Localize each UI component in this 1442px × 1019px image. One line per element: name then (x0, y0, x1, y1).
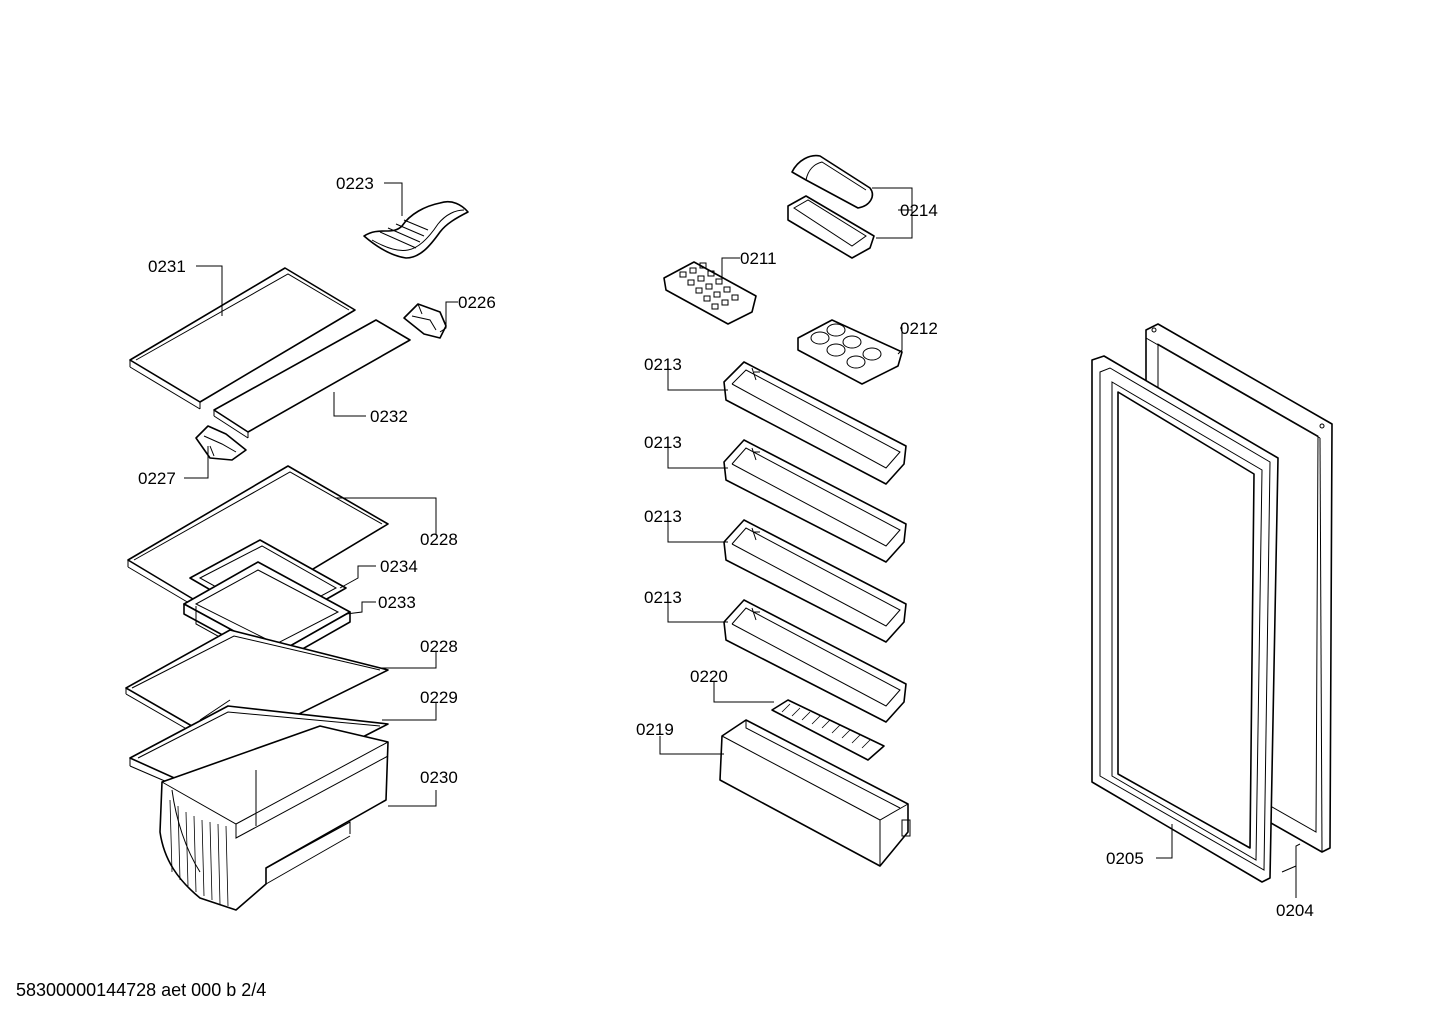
part-0213-door-bin-c (723, 519, 907, 643)
part-0212-egg-tray (797, 319, 903, 385)
part-0220-bottle-retainer (771, 699, 885, 761)
callout-0219: 0219 (636, 720, 674, 739)
callout-0213-d: 0213 (644, 588, 682, 607)
callout-0205: 0205 (1106, 849, 1144, 868)
callout-0230: 0230 (420, 768, 458, 787)
callout-labels: 0223 0231 0226 0232 0227 0228 0234 0233 … (138, 174, 1314, 920)
part-0219-bottle-shelf (719, 719, 911, 867)
part-0231-glass-shelf (129, 267, 356, 410)
callout-0204: 0204 (1276, 901, 1314, 920)
part-0223-bottle-holder (363, 200, 469, 259)
callout-0214: 0214 (900, 201, 938, 220)
callout-0234: 0234 (380, 557, 418, 576)
callout-0223: 0223 (336, 174, 374, 193)
callout-0220: 0220 (690, 667, 728, 686)
part-0232-rear-shelf (213, 319, 411, 439)
part-0211-ice-cube-tray (663, 261, 757, 325)
part-0228-glass-shelf-lower (125, 629, 389, 755)
callout-0229: 0229 (420, 688, 458, 707)
part-0205-door-gasket (1091, 355, 1279, 883)
callout-0228-lower: 0228 (420, 637, 458, 656)
document-code: 58300000144728 aet 000 b 2/4 (16, 980, 267, 1000)
callout-0233: 0233 (378, 593, 416, 612)
callout-0228-upper: 0228 (420, 530, 458, 549)
part-0213-door-bin-b (723, 439, 907, 563)
callout-0226: 0226 (458, 293, 496, 312)
callout-0231: 0231 (148, 257, 186, 276)
callout-0227: 0227 (138, 469, 176, 488)
leader-lines (184, 182, 1301, 898)
part-0214-butter-compartment (787, 154, 875, 259)
callout-0213-a: 0213 (644, 355, 682, 374)
part-0226-shelf-clip (403, 303, 447, 339)
part-0213-door-bin-d (723, 599, 907, 723)
part-0213-door-bin-a (723, 361, 907, 485)
callout-0232: 0232 (370, 407, 408, 426)
callout-0211: 0211 (740, 249, 777, 268)
callout-0212: 0212 (900, 319, 938, 338)
callout-0213-c: 0213 (644, 507, 682, 526)
callout-0213-b: 0213 (644, 433, 682, 452)
part-0230-crisper-drawer (159, 725, 389, 911)
part-0227-shelf-clip (195, 425, 247, 461)
